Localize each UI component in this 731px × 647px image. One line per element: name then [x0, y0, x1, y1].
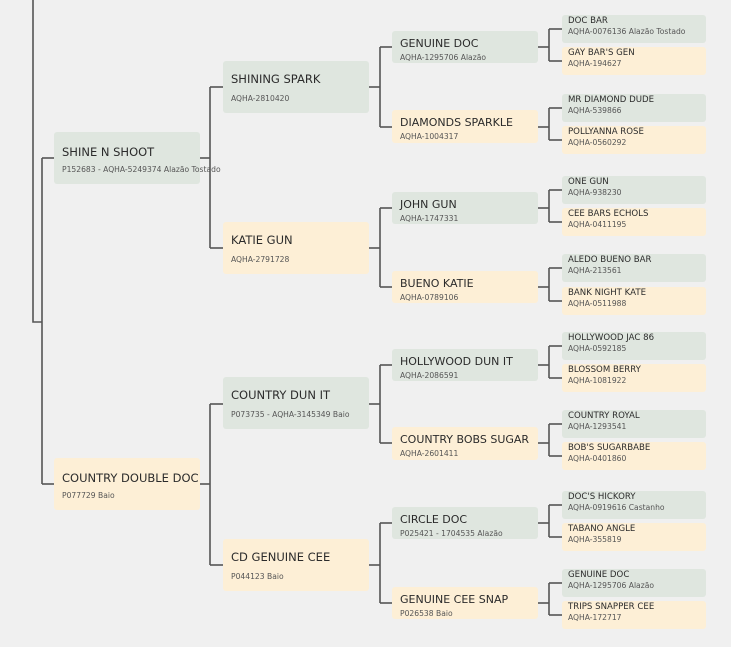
horse-registration: AQHA-1293541 [568, 422, 627, 431]
horse-registration: AQHA-0789106 [400, 293, 459, 302]
sd-sire-box[interactable]: JOHN GUN AQHA-1747331 [392, 192, 538, 224]
gen4-box-8[interactable]: BANK NIGHT KATE AQHA-0511988 [562, 287, 706, 315]
horse-registration: P026538 Baio [400, 609, 453, 618]
gen4-box-13[interactable]: DOC'S HICKORY AQHA-0919616 Castanho [562, 491, 706, 519]
horse-registration: AQHA-0560292 [568, 138, 627, 147]
dam-dam-box[interactable]: CD GENUINE CEE P044123 Baio [223, 539, 369, 591]
horse-name: ALEDO BUENO BAR [568, 255, 652, 265]
sd-dam-box[interactable]: BUENO KATIE AQHA-0789106 [392, 271, 538, 303]
horse-name: BLOSSOM BERRY [568, 365, 641, 375]
horse-registration: AQHA-194627 [568, 59, 622, 68]
horse-registration: P025421 - 1704535 Alazão [400, 529, 503, 538]
horse-name: CD GENUINE CEE [231, 550, 331, 564]
dam-sire-box[interactable]: COUNTRY DUN IT P073735 - AQHA-3145349 Ba… [223, 377, 369, 429]
gen4-box-7[interactable]: ALEDO BUENO BAR AQHA-213561 [562, 254, 706, 282]
sire-dam-box[interactable]: KATIE GUN AQHA-2791728 [223, 222, 369, 274]
horse-name: TABANO ANGLE [568, 524, 636, 534]
horse-name: GENUINE DOC [568, 570, 630, 580]
horse-registration: AQHA-1081922 [568, 376, 627, 385]
horse-name: DOC'S HICKORY [568, 492, 636, 502]
horse-name: ONE GUN [568, 177, 609, 187]
gen4-box-12[interactable]: BOB'S SUGARBABE AQHA-0401860 [562, 442, 706, 470]
horse-name: GAY BAR'S GEN [568, 48, 635, 58]
gen4-box-16[interactable]: TRIPS SNAPPER CEE AQHA-172717 [562, 601, 706, 629]
gen4-box-15[interactable]: GENUINE DOC AQHA-1295706 Alazão [562, 569, 706, 597]
dd-sire-box[interactable]: CIRCLE DOC P025421 - 1704535 Alazão [392, 507, 538, 539]
horse-name: DIAMONDS SPARKLE [400, 116, 513, 129]
dd-dam-box[interactable]: GENUINE CEE SNAP P026538 Baio [392, 587, 538, 619]
horse-name: BUENO KATIE [400, 277, 474, 290]
horse-registration: AQHA-1747331 [400, 214, 459, 223]
horse-name: MR DIAMOND DUDE [568, 95, 655, 105]
horse-registration: P152683 - AQHA-5249374 Alazão Tostado [62, 165, 221, 174]
horse-name: COUNTRY DUN IT [231, 388, 331, 402]
horse-registration: AQHA-1295706 Alazão [568, 581, 654, 590]
horse-registration: AQHA-213561 [568, 266, 622, 275]
ds-sire-box[interactable]: HOLLYWOOD DUN IT AQHA-2086591 [392, 349, 538, 381]
horse-name: HOLLYWOOD JAC 86 [568, 333, 655, 343]
horse-registration: AQHA-0076136 Alazão Tostado [568, 27, 686, 36]
horse-registration: AQHA-2810420 [231, 94, 290, 103]
horse-name: POLLYANNA ROSE [568, 127, 644, 137]
ss-sire-box[interactable]: GENUINE DOC AQHA-1295706 Alazão [392, 31, 538, 63]
sire-box[interactable]: SHINE N SHOOT P152683 - AQHA-5249374 Ala… [54, 132, 221, 184]
horse-registration: AQHA-0411195 [568, 220, 627, 229]
horse-name: GENUINE DOC [400, 37, 479, 50]
horse-name: GENUINE CEE SNAP [400, 593, 509, 606]
horse-registration: AQHA-539866 [568, 106, 622, 115]
horse-registration: P073735 - AQHA-3145349 Baio [231, 410, 350, 419]
horse-name: COUNTRY ROYAL [568, 411, 640, 421]
horse-registration: AQHA-0401860 [568, 454, 627, 463]
gen4-box-3[interactable]: MR DIAMOND DUDE AQHA-539866 [562, 94, 706, 122]
horse-name: HOLLYWOOD DUN IT [400, 355, 513, 368]
horse-name: CEE BARS ECHOLS [568, 209, 649, 219]
horse-registration: AQHA-172717 [568, 613, 622, 622]
horse-registration: AQHA-355819 [568, 535, 622, 544]
horse-registration: P077729 Baio [62, 491, 115, 500]
horse-name: JOHN GUN [400, 198, 457, 211]
gen4-box-14[interactable]: TABANO ANGLE AQHA-355819 [562, 523, 706, 551]
horse-name: KATIE GUN [231, 233, 293, 247]
ds-dam-box[interactable]: COUNTRY BOBS SUGAR AQHA-2601411 [392, 427, 538, 460]
horse-name: CIRCLE DOC [400, 513, 468, 526]
gen4-box-10[interactable]: BLOSSOM BERRY AQHA-1081922 [562, 364, 706, 392]
gen4-box-6[interactable]: CEE BARS ECHOLS AQHA-0411195 [562, 208, 706, 236]
horse-registration: AQHA-0592185 [568, 344, 627, 353]
horse-name: SHINE N SHOOT [62, 145, 155, 159]
horse-registration: P044123 Baio [231, 572, 284, 581]
gen4-box-9[interactable]: HOLLYWOOD JAC 86 AQHA-0592185 [562, 332, 706, 360]
horse-name: TRIPS SNAPPER CEE [568, 602, 655, 612]
horse-registration: AQHA-938230 [568, 188, 622, 197]
horse-name: DOC BAR [568, 16, 608, 26]
gen4-box-11[interactable]: COUNTRY ROYAL AQHA-1293541 [562, 410, 706, 438]
horse-registration: AQHA-1004317 [400, 132, 459, 141]
gen4-box-4[interactable]: POLLYANNA ROSE AQHA-0560292 [562, 126, 706, 154]
horse-registration: AQHA-2791728 [231, 255, 290, 264]
horse-registration: AQHA-1295706 Alazão [400, 53, 486, 62]
gen4-box-1[interactable]: DOC BAR AQHA-0076136 Alazão Tostado [562, 15, 706, 43]
ss-dam-box[interactable]: DIAMONDS SPARKLE AQHA-1004317 [392, 110, 538, 143]
sire-sire-box[interactable]: SHINING SPARK AQHA-2810420 [223, 61, 369, 113]
horse-name: COUNTRY BOBS SUGAR [400, 433, 530, 446]
horse-registration: AQHA-2086591 [400, 371, 459, 380]
dam-box[interactable]: COUNTRY DOUBLE DOC P077729 Baio [54, 458, 200, 510]
horse-registration: AQHA-0511988 [568, 299, 627, 308]
horse-name: BOB'S SUGARBABE [568, 443, 651, 453]
gen4-box-5[interactable]: ONE GUN AQHA-938230 [562, 176, 706, 204]
horse-registration: AQHA-2601411 [400, 449, 459, 458]
horse-name: SHINING SPARK [231, 72, 321, 86]
horse-registration: AQHA-0919616 Castanho [568, 503, 665, 512]
horse-name: BANK NIGHT KATE [568, 288, 647, 298]
horse-name: COUNTRY DOUBLE DOC [62, 471, 199, 485]
gen4-box-2[interactable]: GAY BAR'S GEN AQHA-194627 [562, 47, 706, 75]
